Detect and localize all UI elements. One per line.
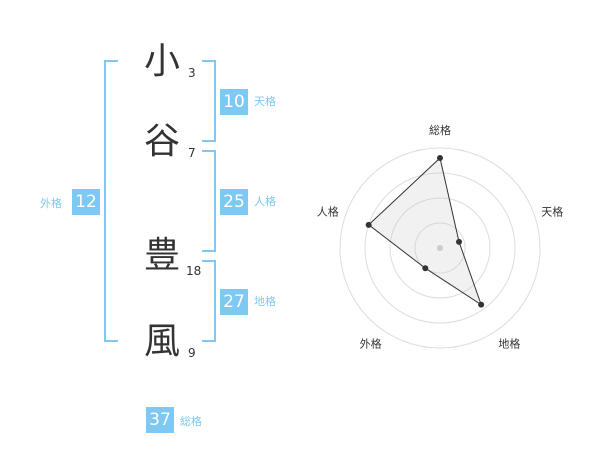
radar-ring xyxy=(414,222,466,274)
stroke-count-4: 9 xyxy=(188,346,196,360)
chikaku-label: 地格 xyxy=(254,295,276,308)
radar-axis-label-4: 外格 xyxy=(360,336,382,350)
radar-polygon xyxy=(367,157,483,306)
gaikaku-label: 外格 xyxy=(40,197,62,210)
stroke-count-1: 3 xyxy=(188,66,196,80)
radar-point-2 xyxy=(456,238,463,245)
jinkaku-label: 人格 xyxy=(254,195,276,208)
radar-axis-label-1: 総格 xyxy=(429,123,451,137)
radar-center xyxy=(437,245,443,251)
soukaku-label: 総格 xyxy=(180,415,202,428)
radar-axis-label-5: 人格 xyxy=(317,205,339,219)
name-char-2: 谷 xyxy=(143,121,180,162)
gaikaku-badge: 12 xyxy=(72,189,100,215)
radar-polygon-group xyxy=(365,155,485,308)
stroke-count-2: 7 xyxy=(188,146,196,160)
radar-ring xyxy=(339,147,541,349)
stroke-count-3: 18 xyxy=(186,264,202,278)
name-char-4: 風 xyxy=(143,321,180,362)
jinkaku-bracket xyxy=(202,150,216,252)
tenkaku-label: 天格 xyxy=(254,95,276,108)
name-char-3: 豊 xyxy=(143,235,180,276)
radar-point-1 xyxy=(437,155,443,161)
jinkaku-badge: 25 xyxy=(220,189,248,215)
name-char-1: 小 xyxy=(143,41,180,82)
radar-grid xyxy=(339,147,541,349)
radar-axis-label-2: 天格 xyxy=(541,205,563,219)
radar-axis-label-3: 地格 xyxy=(498,336,520,350)
chikaku-bracket xyxy=(202,260,216,342)
radar-point-4 xyxy=(422,265,429,272)
soukaku-badge: 37 xyxy=(146,407,174,433)
chikaku-badge: 27 xyxy=(220,289,248,315)
radar-ring xyxy=(389,197,491,299)
radar-ring xyxy=(364,172,516,324)
gaikaku-bracket xyxy=(104,60,118,342)
radar-point-3 xyxy=(478,301,485,308)
tenkaku-bracket xyxy=(202,60,216,142)
tenkaku-badge: 10 xyxy=(220,89,248,115)
radar-point-5 xyxy=(365,221,372,228)
